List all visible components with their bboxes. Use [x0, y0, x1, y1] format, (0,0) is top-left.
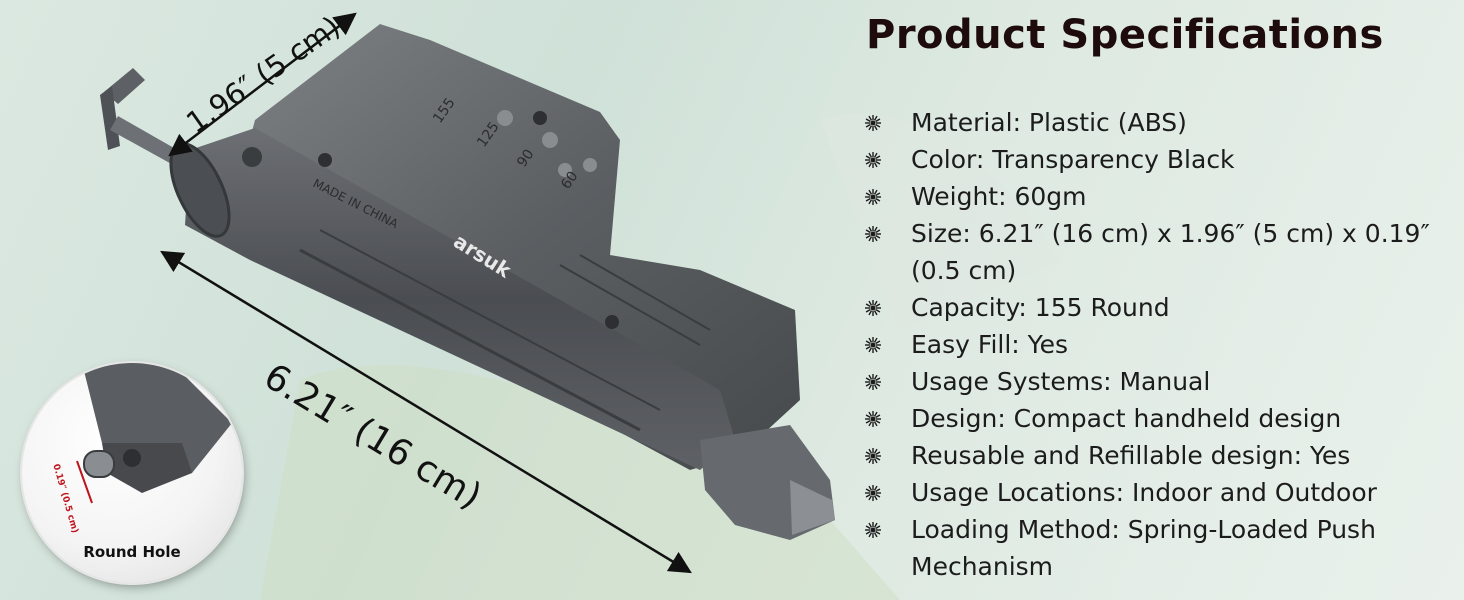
spec-item: Reusable and Refillable design: Yes	[864, 437, 1454, 474]
width-dimension-arrow	[168, 12, 357, 157]
spec-list: Material: Plastic (ABS) Color: Transparen…	[864, 104, 1454, 585]
spec-item: Easy Fill: Yes	[864, 326, 1454, 363]
spec-item: Color: Transparency Black	[864, 141, 1454, 178]
bullet-icon	[865, 300, 881, 316]
page-title: Product Specifications	[866, 12, 1384, 58]
round-hole-inset: 0.19″ (0.5 cm) Round Hole	[22, 363, 242, 583]
bullet-icon	[865, 448, 881, 464]
bullet-icon	[865, 374, 881, 390]
spec-item: Size: 6.21″ (16 cm) x 1.96″ (5 cm) x 0.1…	[864, 215, 1454, 289]
spec-text: Capacity: 155 Round	[911, 293, 1170, 322]
spec-item: Usage Locations: Indoor and Outdoor	[864, 474, 1454, 511]
length-dimension-arrow	[160, 250, 692, 574]
spec-item: Capacity: 155 Round	[864, 289, 1454, 326]
spec-text: Loading Method: Spring-Loaded Push Mecha…	[911, 515, 1376, 581]
bullet-icon	[865, 411, 881, 427]
bullet-icon	[865, 152, 881, 168]
screw	[318, 153, 332, 167]
spec-item: Loading Method: Spring-Loaded Push Mecha…	[864, 511, 1454, 585]
spec-text: Color: Transparency Black	[911, 145, 1235, 174]
spec-text: Size: 6.21″ (16 cm) x 1.96″ (5 cm) x 0.1…	[911, 219, 1430, 285]
spec-text: Material: Plastic (ABS)	[911, 108, 1187, 137]
bullet-icon	[865, 337, 881, 353]
spec-item: Usage Systems: Manual	[864, 363, 1454, 400]
inset-caption: Round Hole	[83, 543, 181, 561]
bullet-icon	[865, 189, 881, 205]
screw	[533, 111, 547, 125]
screw	[242, 147, 262, 167]
round-hole-illustration	[76, 363, 232, 504]
spec-text: Easy Fill: Yes	[911, 330, 1069, 359]
spec-text: Usage Locations: Indoor and Outdoor	[911, 478, 1377, 507]
spec-item: Material: Plastic (ABS)	[864, 104, 1454, 141]
spec-text: Reusable and Refillable design: Yes	[911, 441, 1351, 470]
spec-item: Weight: 60gm	[864, 178, 1454, 215]
spec-text: Weight: 60gm	[911, 182, 1087, 211]
bullet-icon	[865, 115, 881, 131]
bullet-icon	[865, 226, 881, 242]
bullet-icon	[865, 522, 881, 538]
screw	[605, 315, 619, 329]
spec-item: Design: Compact handheld design	[864, 400, 1454, 437]
spec-text: Usage Systems: Manual	[911, 367, 1211, 396]
spec-text: Design: Compact handheld design	[911, 404, 1342, 433]
bullet-icon	[865, 485, 881, 501]
